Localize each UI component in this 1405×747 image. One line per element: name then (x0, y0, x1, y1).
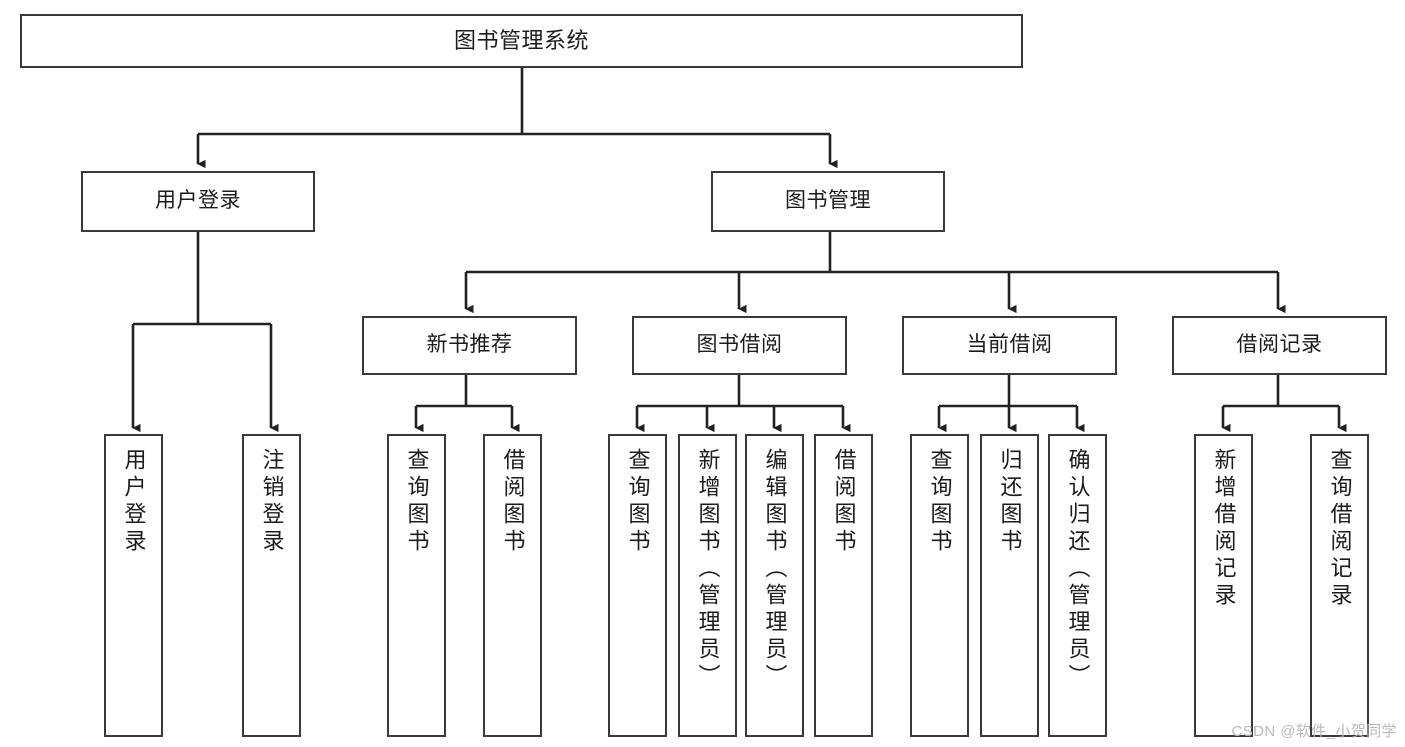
leaf-add-borrow-record[interactable]: 新增借阅记录 (1194, 434, 1253, 737)
node-new-book-recommendation[interactable]: 新书推荐 (362, 316, 577, 375)
node-user-login[interactable]: 用户登录 (81, 171, 315, 232)
node-label: 当前借阅 (966, 333, 1053, 357)
leaf-query-borrow-record[interactable]: 查询借阅记录 (1310, 434, 1369, 737)
node-label: 查询图书 (625, 448, 651, 556)
node-borrow-records[interactable]: 借阅记录 (1172, 316, 1387, 375)
watermark: CSDN @软件_小贺同学 (1231, 723, 1397, 740)
node-label: 查询借阅记录 (1327, 448, 1353, 610)
node-label: 图书管理系统 (453, 27, 589, 53)
node-book-borrow[interactable]: 图书借阅 (632, 316, 847, 375)
node-label: 查询图书 (927, 448, 953, 556)
node-label: 图书借阅 (696, 333, 783, 357)
leaf-query-books[interactable]: 查询图书 (608, 434, 667, 737)
node-label: 用户登录 (155, 189, 241, 213)
node-label: 图书管理 (785, 189, 871, 213)
leaf-logout[interactable]: 注销登录 (242, 434, 301, 737)
node-book-management[interactable]: 图书管理 (711, 171, 945, 232)
node-label: 编辑图书（管理员） (762, 448, 788, 691)
node-label: 新增借阅记录 (1211, 448, 1237, 610)
node-label: 查询图书 (404, 448, 430, 556)
leaf-user-login[interactable]: 用户登录 (104, 434, 163, 737)
leaf-confirm-return-admin[interactable]: 确认归还（管理员） (1048, 434, 1107, 737)
leaf-query-books-recommend[interactable]: 查询图书 (387, 434, 446, 737)
leaf-return-books[interactable]: 归还图书 (980, 434, 1039, 737)
leaf-borrow-books-recommend[interactable]: 借阅图书 (483, 434, 542, 737)
node-label: 用户登录 (121, 448, 147, 556)
leaf-add-book-admin[interactable]: 新增图书（管理员） (678, 434, 737, 737)
node-label: 归还图书 (997, 448, 1023, 556)
leaf-edit-book-admin[interactable]: 编辑图书（管理员） (745, 434, 804, 737)
node-label: 新增图书（管理员） (695, 448, 721, 691)
leaf-query-books-current[interactable]: 查询图书 (910, 434, 969, 737)
node-label: 确认归还（管理员） (1065, 448, 1091, 691)
node-root-system[interactable]: 图书管理系统 (20, 14, 1023, 68)
node-label: 借阅记录 (1236, 333, 1323, 357)
node-label: 借阅图书 (831, 448, 857, 556)
leaf-borrow-books[interactable]: 借阅图书 (814, 434, 873, 737)
node-label: 借阅图书 (500, 448, 526, 556)
node-label: 注销登录 (259, 448, 285, 556)
node-current-borrow[interactable]: 当前借阅 (902, 316, 1117, 375)
node-label: 新书推荐 (426, 333, 513, 357)
